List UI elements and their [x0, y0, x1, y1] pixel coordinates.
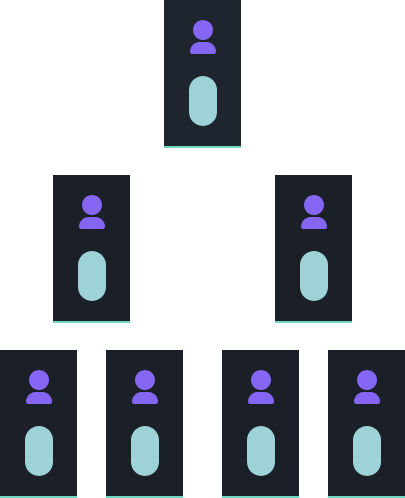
status-pill [24, 426, 53, 476]
user-icon-head [28, 370, 49, 390]
node-card-level1-left [53, 175, 130, 323]
user-icon-body [131, 392, 158, 404]
status-pill [352, 426, 381, 476]
user-icon [25, 370, 52, 404]
user-icon-head [192, 20, 213, 40]
user-icon [353, 370, 380, 404]
user-icon-body [189, 42, 216, 54]
user-icon [131, 370, 158, 404]
node-card-level1-right [275, 175, 352, 323]
node-card-level2-2 [106, 350, 183, 498]
node-card-level2-4 [328, 350, 405, 498]
node-card-level2-1 [0, 350, 77, 498]
status-pill [188, 76, 217, 126]
user-icon-body [78, 217, 105, 229]
user-icon-body [25, 392, 52, 404]
node-card-root [164, 0, 241, 148]
user-icon-body [247, 392, 274, 404]
status-pill [299, 251, 328, 301]
status-pill [246, 426, 275, 476]
user-icon-body [300, 217, 327, 229]
user-icon [247, 370, 274, 404]
user-icon-head [250, 370, 271, 390]
user-icon-body [353, 392, 380, 404]
user-icon-head [81, 195, 102, 215]
user-icon-head [303, 195, 324, 215]
user-icon [78, 195, 105, 229]
user-icon-head [356, 370, 377, 390]
user-icon [300, 195, 327, 229]
user-icon [189, 20, 216, 54]
status-pill [130, 426, 159, 476]
status-pill [77, 251, 106, 301]
node-card-level2-3 [222, 350, 299, 498]
user-icon-head [134, 370, 155, 390]
